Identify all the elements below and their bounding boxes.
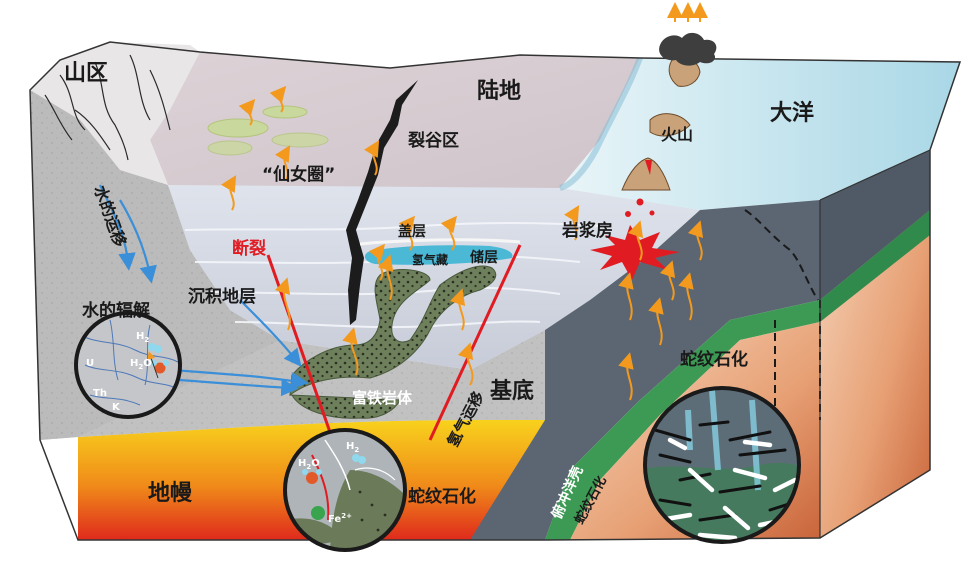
label-fault: 断裂 bbox=[232, 238, 266, 259]
label-rift-zone: 裂谷区 bbox=[407, 130, 459, 151]
label-fairy-circle: “仙女圈” bbox=[262, 164, 335, 185]
label-hydrogen-reservoir: 氢气藏 bbox=[412, 252, 448, 267]
h2-molecule-bottom bbox=[352, 454, 366, 464]
inset-left-h2o: H2O bbox=[130, 358, 152, 371]
label-iron-rich-rock: 富铁岩体 bbox=[352, 389, 413, 407]
inset-left-thorium: Th bbox=[93, 388, 107, 399]
mountain-area bbox=[30, 42, 200, 185]
label-sedimentary-strata: 沉积地层 bbox=[188, 286, 256, 307]
iron-rich-rock bbox=[289, 265, 497, 419]
serpentinization-inset-slab bbox=[643, 386, 801, 544]
rift-crack bbox=[346, 80, 418, 325]
label-mountain: 山区 bbox=[64, 61, 108, 86]
label-land: 陆地 bbox=[477, 79, 521, 104]
fe-ion bbox=[311, 506, 325, 520]
label-ocean: 大洋 bbox=[770, 100, 814, 126]
label-radiolysis: 水的辐解 bbox=[82, 300, 150, 321]
label-volcano: 火山 bbox=[661, 125, 693, 144]
fairy-circles bbox=[207, 105, 329, 156]
inset-bottom-h2o: H2O bbox=[298, 458, 320, 471]
volcano-smoke bbox=[659, 32, 717, 66]
label-reservoir-layer: 储层 bbox=[469, 249, 498, 266]
h2-molecule-left bbox=[148, 343, 162, 353]
inset-left-potassium: K bbox=[112, 402, 121, 413]
label-magma-chamber: 岩浆房 bbox=[561, 220, 613, 241]
inset-bottom-h2: H2 bbox=[346, 441, 359, 454]
label-serpentinization-right: 蛇纹石化 bbox=[680, 349, 748, 370]
inset-left-h2: H2 bbox=[136, 331, 149, 344]
magma-chamber bbox=[590, 225, 680, 280]
inset-bottom-fe: Fe2+ bbox=[328, 512, 352, 525]
label-serpentinization-left: 蛇纹石化 bbox=[408, 486, 476, 507]
radiolysis-inset bbox=[74, 311, 182, 419]
serpentinization-inset-rock bbox=[283, 428, 407, 552]
label-basement: 基底 bbox=[490, 378, 534, 404]
hydrogen-reservoir bbox=[364, 245, 513, 265]
h2o-molecule-left bbox=[151, 360, 169, 374]
volcano bbox=[621, 157, 671, 191]
hydrogen-arrows bbox=[221, 2, 708, 401]
label-mantle: 地幔 bbox=[148, 481, 193, 506]
label-cap-layer: 盖层 bbox=[398, 223, 426, 240]
subducting-crust bbox=[470, 200, 820, 540]
h2o-molecule-bottom bbox=[302, 469, 322, 484]
inset-left-uranium: U bbox=[86, 358, 94, 369]
land-surface bbox=[120, 52, 640, 188]
